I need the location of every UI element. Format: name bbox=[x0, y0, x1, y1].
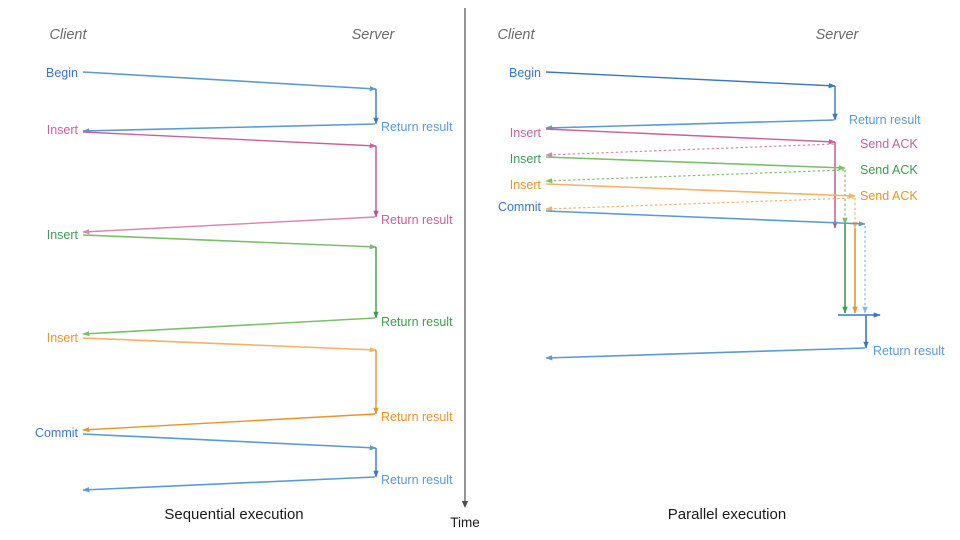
sequential-insert-label-1: Insert bbox=[47, 123, 79, 137]
sequential-insert1-request bbox=[82, 131, 377, 149]
parallel-return-result-2: Return result bbox=[873, 344, 945, 358]
sequential-insert2-request bbox=[82, 234, 377, 250]
parallel-begin-request bbox=[545, 71, 836, 89]
parallel-return-result-1: Return result bbox=[849, 113, 921, 127]
sequential-insert-label-3: Insert bbox=[47, 331, 79, 345]
parallel-send-ack-3: Send ACK bbox=[860, 189, 918, 203]
sequential-client-lane-header: Client bbox=[49, 27, 87, 43]
sequential-insert2-response bbox=[82, 317, 376, 337]
sequential-panel-caption: Sequential execution bbox=[164, 506, 303, 523]
sequential-begin-response bbox=[82, 123, 376, 134]
parallel-send-ack-2: Send ACK bbox=[860, 163, 918, 177]
parallel-arrow-layer bbox=[545, 71, 881, 361]
time-axis-arrowhead bbox=[461, 501, 469, 508]
sequential-commit-response bbox=[82, 476, 376, 493]
parallel-commit-label: Commit bbox=[498, 200, 542, 214]
parallel-insert-label-3: Insert bbox=[510, 178, 542, 192]
parallel-commit-response bbox=[545, 347, 866, 361]
parallel-server-lane-header: Server bbox=[816, 27, 860, 43]
sequential-return-result-5: Return result bbox=[381, 473, 453, 487]
time-axis: Time bbox=[450, 8, 480, 530]
parallel-panel-caption: Parallel execution bbox=[668, 506, 786, 523]
parallel-begin-label: Begin bbox=[509, 66, 541, 80]
sequential-begin-request bbox=[82, 71, 377, 92]
sequential-insert3-response bbox=[82, 413, 376, 433]
sequential-arrow-layer bbox=[82, 71, 379, 493]
parallel-send-ack-1: Send ACK bbox=[860, 137, 918, 151]
sequential-insert-label-2: Insert bbox=[47, 228, 79, 242]
time-axis-label: Time bbox=[450, 515, 480, 530]
parallel-insert2-ack bbox=[545, 169, 845, 184]
sequential-return-result-2: Return result bbox=[381, 213, 453, 227]
parallel-insert3-ack bbox=[545, 197, 855, 212]
parallel-begin-response bbox=[545, 119, 835, 131]
parallel-insert1-ack bbox=[545, 143, 835, 158]
parallel-commit-request bbox=[545, 210, 866, 227]
sequential-commit-label: Commit bbox=[35, 426, 79, 440]
sequential-begin-label: Begin bbox=[46, 66, 78, 80]
sequential-return-result-3: Return result bbox=[381, 315, 453, 329]
sequential-return-result-4: Return result bbox=[381, 410, 453, 424]
sequential-insert3-request bbox=[82, 337, 377, 353]
sequential-insert1-response bbox=[82, 216, 376, 235]
parallel-insert-label-2: Insert bbox=[510, 152, 542, 166]
parallel-insert2-request bbox=[545, 156, 846, 171]
parallel-insert-label-1: Insert bbox=[510, 126, 542, 140]
parallel-insert3-request bbox=[545, 183, 856, 199]
sequential-return-result-1: Return result bbox=[381, 120, 453, 134]
sequential-server-lane-header: Server bbox=[352, 27, 396, 43]
parallel-client-lane-header: Client bbox=[497, 27, 535, 43]
sequential-commit-request bbox=[82, 433, 377, 451]
parallel-insert1-request bbox=[545, 128, 836, 145]
